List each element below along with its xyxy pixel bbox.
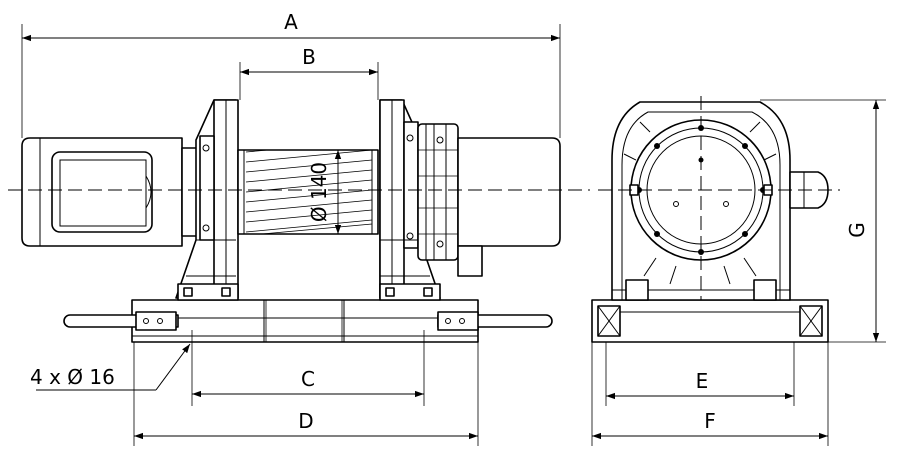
brake-cylinder — [457, 137, 561, 277]
dimension-B: B — [239, 45, 379, 100]
dimension-label-f: F — [704, 409, 716, 433]
base-plate — [131, 299, 479, 343]
dimension-E: E — [605, 342, 795, 406]
dimension-label-c: C — [301, 367, 315, 391]
dimension-F: F — [591, 342, 829, 446]
dimension-label-d: D — [298, 409, 313, 433]
bolt-hole-callout: 4 x Ø 16 — [30, 343, 191, 391]
dimension-A: A — [21, 10, 561, 138]
drum-diameter-label: Ø 140 — [307, 162, 331, 222]
rope-windings — [245, 149, 373, 235]
rope-drum — [237, 149, 379, 235]
dimension-G: G — [760, 99, 886, 343]
electric-motor — [21, 137, 205, 247]
dimension-label-g: G — [845, 222, 869, 238]
end-ribs — [623, 121, 777, 285]
dimension-label-a: A — [284, 10, 298, 34]
bolt-holes-label: 4 x Ø 16 — [30, 365, 115, 389]
end-view — [591, 96, 840, 343]
dimension-label-e: E — [696, 369, 709, 393]
right-bearing-stand — [379, 99, 441, 301]
side-view — [8, 99, 590, 343]
gearbox-housing — [417, 123, 459, 261]
end-base-frame — [591, 299, 829, 343]
dimension-label-b: B — [302, 45, 316, 69]
lifting-lug-right — [437, 311, 553, 331]
lifting-lug-left — [63, 311, 179, 331]
dimension-C: C — [191, 330, 425, 406]
left-bearing-stand — [175, 99, 239, 301]
dimension-drum-diameter: Ø 140 — [307, 150, 342, 234]
dimension-D: D — [133, 342, 479, 446]
